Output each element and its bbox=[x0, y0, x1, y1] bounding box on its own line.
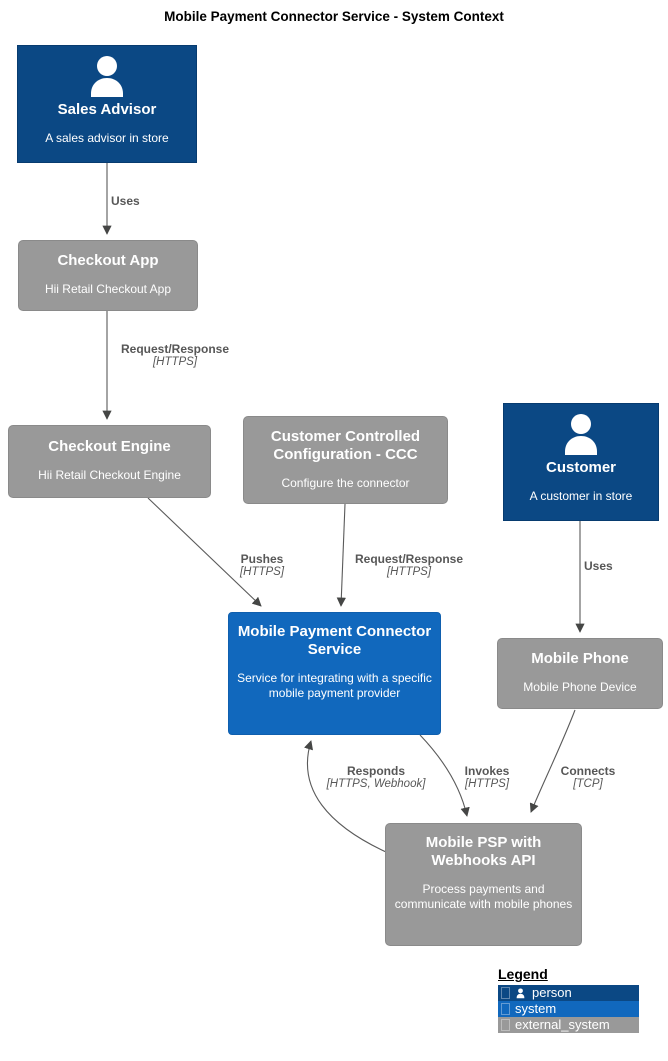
node-title: Sales Advisor bbox=[57, 101, 157, 118]
legend-label: external_system bbox=[515, 1017, 610, 1032]
legend-row-person: person bbox=[498, 985, 639, 1001]
edge-label-text: Request/Response bbox=[120, 342, 230, 356]
sprite-placeholder-icon bbox=[501, 1019, 510, 1031]
edge-tech-text: [TCP] bbox=[573, 778, 603, 790]
edge-label-text: Pushes bbox=[240, 552, 284, 566]
legend-row-external-system: external_system bbox=[498, 1017, 639, 1033]
node-description: Hii Retail Checkout Engine bbox=[38, 468, 181, 482]
edge-label-pushes: Pushes [HTTPS] bbox=[240, 552, 284, 579]
edge-label-responds: Responds [HTTPS, Webhook] bbox=[327, 764, 426, 791]
node-title: Mobile Phone bbox=[531, 650, 629, 667]
node-checkout-app: Checkout App Hii Retail Checkout App bbox=[18, 240, 198, 311]
edge-label-text: Connects bbox=[560, 764, 616, 778]
edge-label-text: Uses bbox=[111, 194, 140, 208]
edge-label-text: Invokes bbox=[464, 764, 510, 778]
edge-psp-responds-to-mpcs bbox=[304, 740, 387, 853]
person-icon bbox=[91, 56, 123, 97]
node-mobile-phone: Mobile Phone Mobile Phone Device bbox=[497, 638, 663, 709]
edge-tech-text: [HTTPS] bbox=[386, 566, 432, 578]
node-description: Mobile Phone Device bbox=[523, 680, 637, 694]
node-description: Configure the connector bbox=[281, 476, 410, 490]
edge-checkout-engine-to-mpcs bbox=[147, 497, 262, 607]
node-description: Service for integrating with a specific … bbox=[237, 671, 432, 700]
edge-label-uses-customer: Uses bbox=[584, 559, 613, 573]
edge-label-text: Request/Response bbox=[354, 552, 464, 566]
edge-label-text: Uses bbox=[584, 559, 613, 573]
node-description: Hii Retail Checkout App bbox=[44, 282, 172, 296]
person-icon bbox=[516, 987, 525, 998]
node-title: Customer bbox=[545, 459, 616, 476]
edge-tech-text: [HTTPS] bbox=[152, 356, 198, 368]
legend-title: Legend bbox=[498, 966, 548, 982]
node-description: Process payments and communicate with mo… bbox=[394, 882, 573, 911]
edge-tech-text: [HTTPS, Webhook] bbox=[326, 778, 426, 790]
node-title: Checkout App bbox=[57, 252, 159, 269]
edge-ccc-to-mpcs bbox=[336, 503, 347, 607]
edge-tech-text: [HTTPS] bbox=[239, 566, 285, 578]
node-mobile-psp: Mobile PSP with Webhooks API Process pay… bbox=[385, 823, 582, 946]
node-title: Checkout Engine bbox=[48, 438, 171, 455]
node-description: A sales advisor in store bbox=[45, 131, 169, 145]
edge-mpcs-invokes-psp bbox=[419, 734, 470, 817]
edge-label-text: Responds bbox=[346, 764, 406, 778]
node-title: Mobile PSP with Webhooks API bbox=[425, 834, 542, 869]
edge-mobile-phone-connects-psp bbox=[529, 709, 576, 813]
legend-row-system: system bbox=[498, 1001, 639, 1017]
edge-label-connects: Connects [TCP] bbox=[561, 764, 616, 791]
sprite-placeholder-icon bbox=[501, 987, 510, 999]
sprite-placeholder-icon bbox=[501, 1003, 510, 1015]
node-sales-advisor: Sales Advisor A sales advisor in store bbox=[17, 45, 197, 163]
node-title: Customer Controlled Configuration - CCC bbox=[270, 428, 421, 463]
node-customer: Customer A customer in store bbox=[503, 403, 659, 521]
person-icon bbox=[565, 414, 597, 455]
node-mobile-payment-connector-service: Mobile Payment Connector Service Service… bbox=[228, 612, 441, 735]
legend-label: system bbox=[515, 1001, 557, 1016]
node-description: A customer in store bbox=[529, 489, 633, 503]
edge-label-uses-advisor: Uses bbox=[111, 194, 140, 208]
edge-label-invokes: Invokes [HTTPS] bbox=[465, 764, 510, 791]
edge-tech-text: [HTTPS] bbox=[464, 778, 510, 790]
node-title: Mobile Payment Connector Service bbox=[237, 623, 432, 658]
node-checkout-engine: Checkout Engine Hii Retail Checkout Engi… bbox=[8, 425, 211, 498]
diagram-title: Mobile Payment Connector Service - Syste… bbox=[164, 9, 504, 24]
legend: Legend person system external_system bbox=[498, 966, 639, 1033]
edge-label-request-ccc: Request/Response [HTTPS] bbox=[355, 552, 463, 579]
legend-label: person bbox=[532, 985, 572, 1000]
node-customer-controlled-configuration: Customer Controlled Configuration - CCC … bbox=[243, 416, 448, 504]
edge-label-request-app-engine: Request/Response [HTTPS] bbox=[121, 342, 229, 369]
